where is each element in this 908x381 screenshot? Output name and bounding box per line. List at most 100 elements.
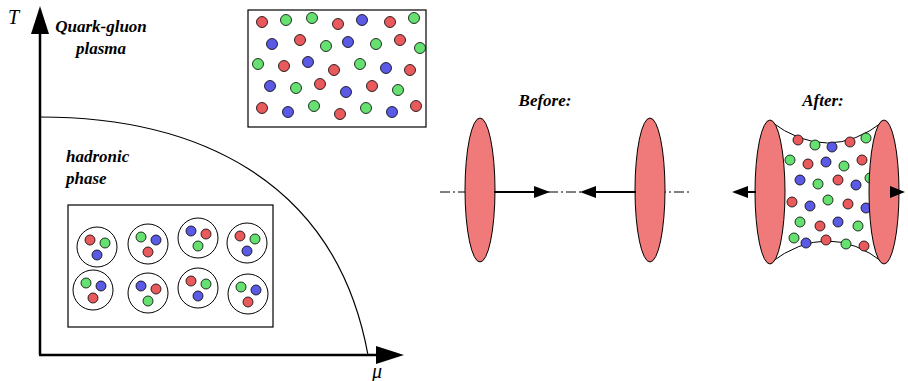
quark-dot [136, 232, 146, 242]
quark-dot [333, 19, 344, 30]
quark-dot [281, 15, 292, 26]
quark-dots [785, 133, 875, 251]
quark-dot [201, 229, 211, 239]
quark-dot [136, 281, 146, 291]
motion-arrow [747, 191, 756, 193]
quark-dot [361, 103, 372, 114]
quark-dot [357, 15, 368, 26]
quark-dot [307, 13, 318, 24]
quark-dot [821, 157, 831, 167]
arrowhead [580, 186, 596, 198]
quark-dot [193, 291, 203, 301]
quark-dot [793, 135, 803, 145]
quark-dot [813, 179, 823, 189]
quark-dot [186, 226, 196, 236]
quark-dot [827, 142, 837, 152]
quark-dot [805, 201, 815, 211]
hadron-bag [128, 224, 168, 264]
quark-dot [839, 161, 849, 171]
quark-dot [411, 101, 422, 112]
hadron-bag [178, 268, 218, 308]
quark-dot [385, 17, 396, 28]
quark-dot [283, 107, 294, 118]
hadron-bag [73, 270, 113, 310]
quark-dot [355, 59, 366, 70]
quark-dot [843, 199, 853, 209]
quark-dot [803, 159, 813, 169]
quark-dot [787, 197, 797, 207]
quark-dot [257, 17, 268, 28]
quark-dot [85, 235, 95, 245]
quark-dot [243, 297, 253, 307]
nucleus [465, 118, 495, 262]
quark-dot [785, 155, 795, 165]
quark-dot [851, 180, 861, 190]
arrowhead [534, 186, 550, 198]
hadron [178, 218, 218, 258]
quark-dot [387, 107, 398, 118]
hadron [227, 223, 267, 263]
quark-dot [415, 43, 426, 54]
quark-dot [810, 140, 820, 150]
hadron-bag [227, 223, 267, 263]
quark-dot [251, 285, 261, 295]
quark-dot [823, 195, 833, 205]
quark-dot [96, 281, 106, 291]
quark-dot [193, 241, 203, 251]
t-axis [39, 30, 42, 355]
quark-dot [315, 79, 326, 90]
quark-dot [201, 279, 211, 289]
mu-axis [39, 354, 378, 357]
quark-dot [789, 233, 799, 243]
hadron [128, 224, 168, 264]
quark-dot [279, 61, 290, 72]
quark-dot [235, 231, 245, 241]
quark-dot [815, 221, 825, 231]
quark-dot [841, 239, 851, 249]
nucleus [635, 118, 665, 262]
quark-dot [857, 155, 867, 165]
quark-dot [143, 296, 153, 306]
quark-dot [801, 238, 811, 248]
motion-arrow [595, 191, 636, 193]
label: hadronic phase [66, 146, 152, 190]
quark-dot [795, 175, 805, 185]
quark-dot [143, 247, 153, 257]
quark-dot [341, 87, 352, 98]
quark-dot [861, 133, 871, 143]
fireball-edge [770, 121, 884, 143]
quark-dot [88, 293, 98, 303]
quark-dot [267, 39, 278, 50]
hadron [228, 274, 268, 314]
quark-dot [833, 217, 843, 227]
quark-dot [242, 246, 252, 256]
quark-dot [291, 83, 302, 94]
quark-dot [367, 81, 378, 92]
quark-dot [257, 103, 268, 114]
hadron-bag [77, 227, 117, 267]
quark-dot [381, 63, 392, 74]
quark-dot [186, 276, 196, 286]
hadron-bag [228, 274, 268, 314]
quark-dot [859, 241, 869, 251]
label: Quark-gluon plasma [46, 16, 156, 60]
label: After: [778, 90, 868, 112]
quark-dot [343, 37, 354, 48]
quark-dot [395, 35, 406, 46]
quark-dot [335, 109, 346, 120]
quark-dot [393, 85, 404, 96]
hadron-bag [128, 273, 168, 313]
quark-dot [821, 235, 831, 245]
hadron [73, 270, 113, 310]
arrowhead [890, 186, 905, 198]
arrowhead [732, 186, 748, 198]
label: T [8, 4, 30, 30]
hadrons [73, 218, 268, 314]
hadron [77, 227, 117, 267]
label: μ [372, 358, 394, 381]
quark-dot [81, 278, 91, 288]
quark-dot [329, 65, 340, 76]
hadron [178, 268, 218, 308]
hadron-box [68, 205, 273, 327]
